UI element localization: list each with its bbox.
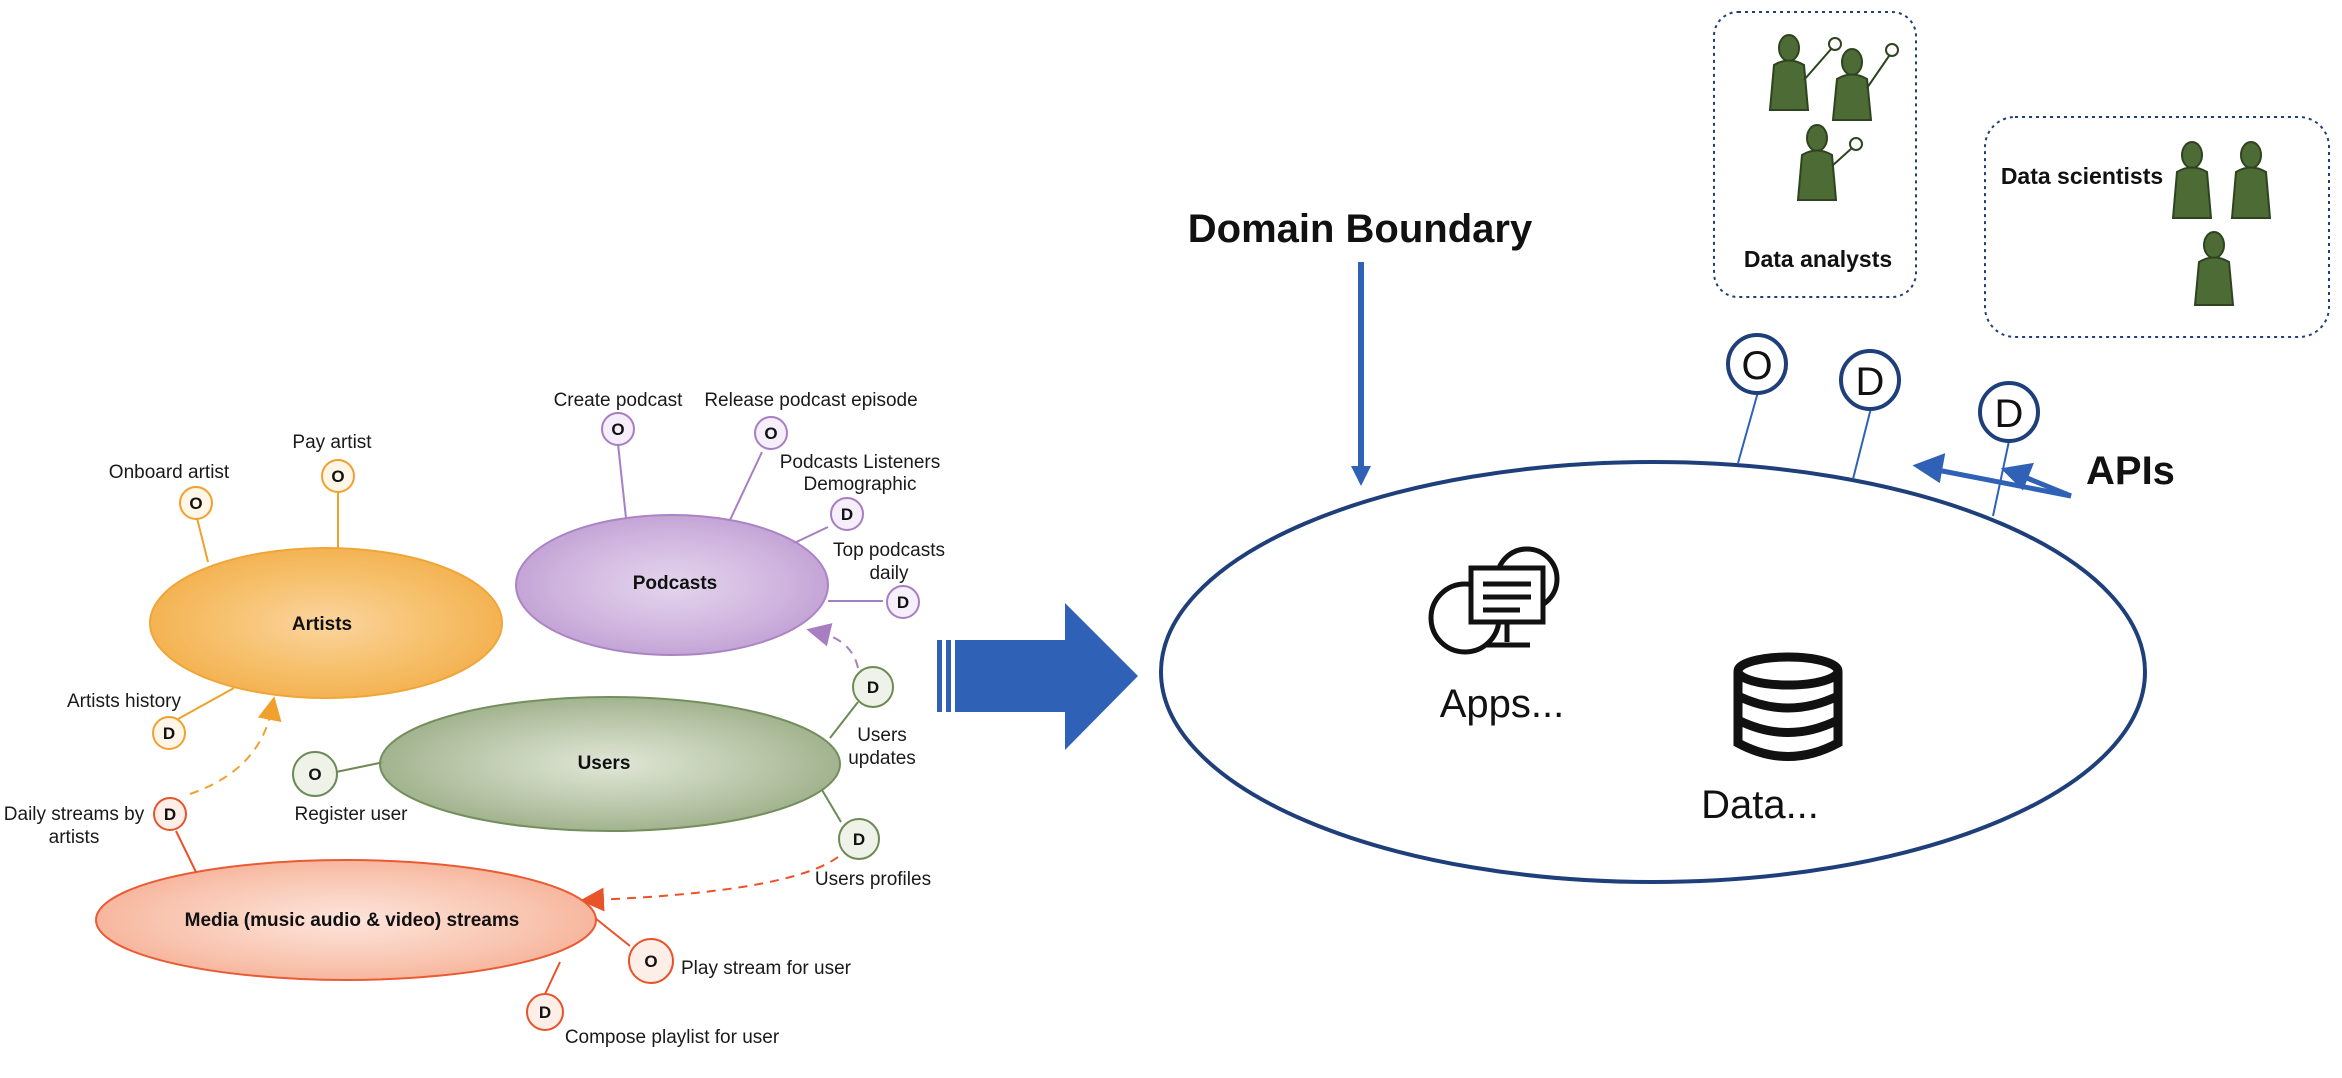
connector-users-updates: [829, 701, 859, 739]
svg-text:D: D: [897, 593, 909, 612]
artists-label: Artists: [292, 614, 352, 635]
listeners-demographic-label-2: Demographic: [804, 474, 917, 495]
api-node-d2: D: [1978, 381, 2040, 443]
connector-artists-history: [177, 687, 235, 720]
svg-text:D: D: [163, 724, 175, 743]
domain-boundary-arrow: [1351, 262, 1371, 486]
svg-text:D: D: [1995, 392, 2024, 436]
svg-text:O: O: [1741, 344, 1772, 388]
media-blob: Media (music audio & video) streams: [95, 859, 597, 981]
node-users-profiles: D Users profiles: [815, 818, 931, 890]
svg-text:O: O: [764, 424, 777, 443]
svg-text:D: D: [841, 505, 853, 524]
data-scientists-label: Data scientists: [2001, 163, 2163, 189]
svg-text:O: O: [331, 467, 344, 486]
svg-text:O: O: [189, 494, 202, 513]
apis-label: APIs: [2086, 449, 2175, 493]
top-podcasts-label-2: daily: [869, 563, 909, 584]
node-pay-artist: O Pay artist: [292, 432, 372, 493]
data-analysts-group: Data analysts: [1713, 11, 1917, 298]
node-play-stream: O Play stream for user: [628, 938, 852, 984]
svg-text:D: D: [853, 830, 865, 849]
data-analysts-label: Data analysts: [1744, 246, 1892, 272]
node-register-user: O Register user: [292, 751, 409, 825]
users-updates-to-podcasts-arrow: [806, 623, 859, 669]
node-create-podcast: O Create podcast: [554, 390, 684, 446]
node-daily-streams: D Daily streams by artists: [4, 797, 187, 848]
node-listeners-demographic: D Podcasts Listeners Demographic: [780, 452, 941, 531]
data-scientists-group: Data scientists: [1984, 116, 2330, 338]
top-podcasts-label-1: Top podcasts: [833, 540, 945, 561]
pay-artist-label: Pay artist: [292, 432, 372, 453]
transition-arrow: [937, 603, 1138, 750]
users-label: Users: [578, 753, 631, 774]
compose-playlist-label: Compose playlist for user: [565, 1027, 780, 1048]
database-icon: [1733, 652, 1843, 761]
connector-create-podcast: [617, 443, 627, 519]
svg-text:O: O: [611, 420, 624, 439]
artists-history-label: Artists history: [67, 691, 182, 712]
connector-play-stream: [594, 917, 631, 947]
connector-users-profiles: [821, 789, 842, 823]
artists-blob: Artists: [149, 547, 503, 699]
svg-text:O: O: [644, 952, 657, 971]
daily-streams-label-2: artists: [49, 827, 100, 848]
podcasts-blob: Podcasts: [515, 514, 829, 656]
users-profiles-to-media-arrow: [580, 856, 839, 912]
listeners-demographic-label-1: Podcasts Listeners: [780, 452, 941, 473]
scientist-figures-icon: [2171, 141, 2272, 306]
connector-onboard-artist: [195, 513, 209, 563]
apps-gear-icon: [1428, 546, 1560, 655]
users-updates-label-1: Users: [857, 725, 907, 746]
node-artists-history: D Artists history: [67, 691, 186, 750]
apis-arrows: [1912, 453, 2072, 499]
users-blob: Users: [379, 696, 841, 832]
connector-release-episode: [729, 451, 763, 521]
node-top-podcasts: D Top podcasts daily: [833, 540, 945, 619]
node-onboard-artist: O Onboard artist: [109, 462, 230, 520]
daily-streams-label-1: Daily streams by: [4, 804, 145, 825]
play-stream-label: Play stream for user: [681, 958, 852, 979]
create-podcast-label: Create podcast: [554, 390, 684, 411]
apps-label: Apps...: [1440, 682, 1565, 726]
media-label: Media (music audio & video) streams: [185, 910, 520, 931]
svg-text:D: D: [867, 678, 879, 697]
svg-text:O: O: [308, 765, 321, 784]
api-stems: [1737, 391, 2010, 517]
users-updates-label-2: updates: [848, 748, 916, 769]
node-compose-playlist: D Compose playlist for user: [526, 993, 780, 1048]
podcasts-label: Podcasts: [633, 573, 717, 594]
register-user-label: Register user: [295, 804, 409, 825]
connector-compose-playlist: [544, 961, 561, 995]
daily-streams-to-artists-arrow: [189, 696, 282, 795]
connector-register-user: [335, 761, 385, 773]
api-node-d1: D: [1839, 349, 1901, 411]
domain-boundary-heading: Domain Boundary: [1188, 207, 1533, 251]
api-node-o: O: [1726, 333, 1788, 395]
analyst-figures-icon: [1768, 34, 1899, 201]
svg-text:D: D: [164, 805, 176, 824]
users-profiles-label: Users profiles: [815, 869, 931, 890]
node-users-updates: D Users updates: [848, 666, 916, 769]
connectors: [175, 443, 883, 995]
node-release-episode: O Release podcast episode: [704, 390, 918, 450]
connector-daily-streams: [175, 830, 197, 873]
data-label: Data...: [1701, 783, 1819, 827]
domain-ellipse: [1159, 460, 2147, 884]
svg-text:D: D: [1856, 360, 1885, 404]
onboard-artist-label: Onboard artist: [109, 462, 230, 483]
release-episode-label: Release podcast episode: [704, 390, 917, 411]
svg-text:D: D: [539, 1003, 551, 1022]
